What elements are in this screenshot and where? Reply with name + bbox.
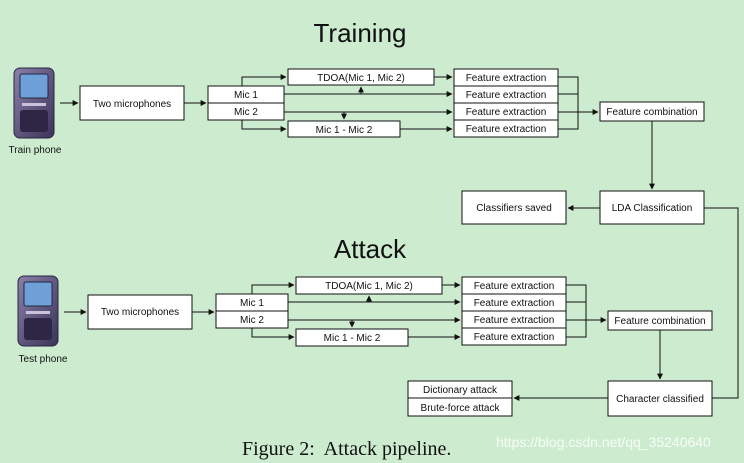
attack-feature-extraction-2-label: Feature extraction	[474, 298, 555, 309]
test-phone-label: Test phone	[19, 354, 68, 365]
attack-tdoa-label: TDOA(Mic 1, Mic 2)	[325, 281, 413, 292]
training-title: Training	[314, 18, 407, 48]
attack-mic2-label: Mic 2	[240, 315, 264, 326]
dictionary-attack-label: Dictionary attack	[423, 385, 498, 396]
attack-feature-extraction-3-label: Feature extraction	[474, 315, 555, 326]
training-diff-label: Mic 1 - Mic 2	[316, 125, 373, 136]
training-two-microphones-box	[79, 85, 185, 121]
training-edges	[60, 74, 739, 401]
attack-feature-extraction-1-label: Feature extraction	[474, 281, 555, 292]
training-two-microphones-label: Two microphones	[93, 99, 171, 110]
training-feature-combination-label: Feature combination	[606, 107, 697, 118]
attack-feature-extraction-4-label: Feature extraction	[474, 332, 555, 343]
test-phone-icon	[17, 275, 59, 347]
training-mic2-label: Mic 2	[234, 107, 258, 118]
attack-edges	[64, 282, 663, 401]
attack-two-microphones-box	[87, 294, 193, 330]
character-classified-box	[607, 380, 713, 417]
training-feature-extraction-1-label: Feature extraction	[466, 73, 547, 84]
attack-diff-label: Mic 1 - Mic 2	[324, 333, 381, 344]
character-classified-label: Character classified	[616, 394, 704, 405]
watermark: https://blog.csdn.net/qq_35240640	[496, 434, 711, 450]
brute-force-attack-label: Brute-force attack	[421, 403, 501, 414]
attack-title: Attack	[334, 234, 407, 264]
attack-two-microphones-label: Two microphones	[101, 307, 179, 318]
brute-force-attack-box	[407, 397, 513, 417]
attack-mic1-label: Mic 1	[240, 298, 264, 309]
lda-classification-label: LDA Classification	[612, 203, 693, 214]
training-feature-extraction-4-label: Feature extraction	[466, 124, 547, 135]
training-feature-extraction-3-label: Feature extraction	[466, 107, 547, 118]
train-phone-label: Train phone	[9, 145, 62, 156]
figure-caption: Figure 2: Attack pipeline.	[242, 438, 451, 460]
classifiers-saved-box	[461, 190, 567, 225]
attack-feature-combination-label: Feature combination	[614, 316, 705, 327]
training-feature-extraction-2-label: Feature extraction	[466, 90, 547, 101]
training-tdoa-label: TDOA(Mic 1, Mic 2)	[317, 73, 405, 84]
train-phone-icon	[13, 67, 55, 139]
classifiers-saved-label: Classifiers saved	[476, 203, 552, 214]
training-mic1-label: Mic 1	[234, 90, 258, 101]
